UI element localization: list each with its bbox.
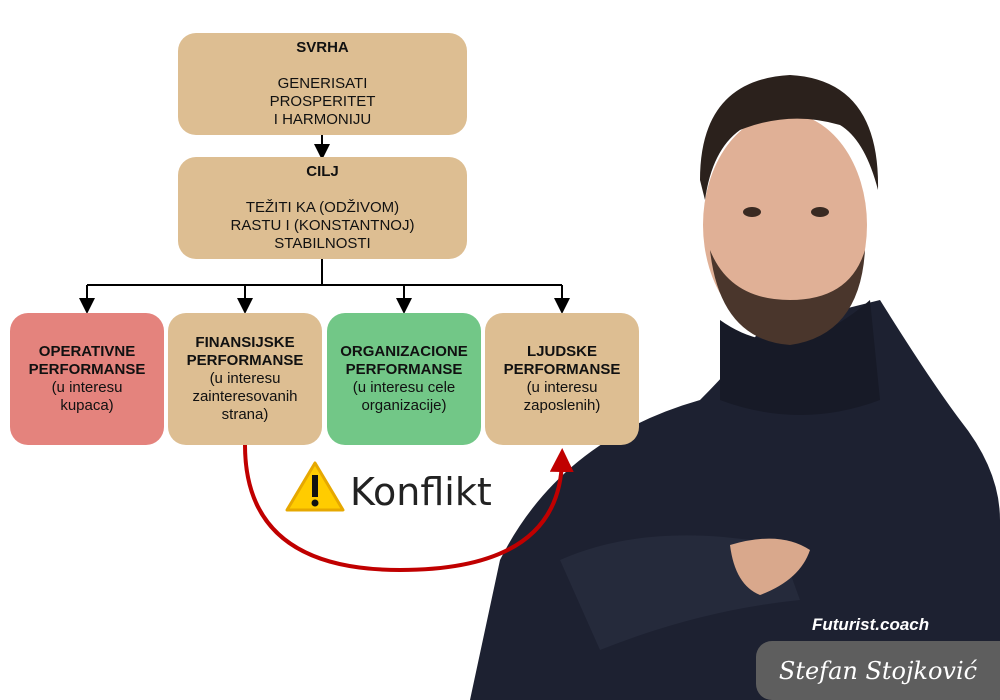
- signature-banner: Stefan Stojković: [756, 641, 1000, 700]
- purpose-line: I HARMONIJU: [273, 111, 372, 128]
- box-title: ORGANIZACIONE: [340, 343, 468, 360]
- box-title: PERFORMANSE: [503, 361, 621, 378]
- purpose-line: PROSPERITET: [269, 93, 376, 110]
- box-sub: kupaca): [60, 397, 114, 414]
- purpose-line: GENERISATI: [277, 75, 368, 92]
- organizacione-box: ORGANIZACIONE PERFORMANSE (u interesu ce…: [327, 313, 481, 445]
- goal-line: RASTU I (KONSTANTNOJ): [230, 217, 415, 234]
- ljudske-box: LJUDSKE PERFORMANSE (u interesu zaposlen…: [485, 313, 639, 445]
- box-sub: zainteresovanih: [192, 388, 298, 405]
- conflict-label: Konflikt: [350, 470, 492, 514]
- box-sub: organizacije): [361, 397, 447, 414]
- operativne-box: OPERATIVNE PERFORMANSE (u interesu kupac…: [10, 313, 164, 445]
- purpose-box: SVRHA GENERISATI PROSPERITET I HARMONIJU: [178, 33, 467, 135]
- goal-line: STABILNOSTI: [274, 235, 371, 252]
- box-sub: zaposlenih): [523, 397, 601, 414]
- goal-line: TEŽITI KA (ODŽIVOM): [245, 199, 400, 216]
- box-title: PERFORMANSE: [28, 361, 146, 378]
- goal-box: CILJ TEŽITI KA (ODŽIVOM) RASTU I (KONSTA…: [178, 157, 467, 259]
- box-sub: (u interesu: [51, 379, 123, 396]
- box-title: PERFORMANSE: [186, 352, 304, 369]
- box-title: FINANSIJSKE: [195, 334, 295, 351]
- box-title: OPERATIVNE: [38, 343, 136, 360]
- goal-title: CILJ: [306, 163, 339, 180]
- brand-site: Futurist.coach: [812, 615, 930, 634]
- conflict-arrow: [243, 444, 574, 573]
- warning-icon: [285, 461, 345, 512]
- purpose-title: SVRHA: [296, 39, 349, 56]
- box-sub: strana): [221, 406, 269, 423]
- signature: Stefan Stojković: [778, 656, 978, 685]
- box-title: PERFORMANSE: [345, 361, 463, 378]
- finansijske-box: FINANSIJSKE PERFORMANSE (u interesu zain…: [168, 313, 322, 445]
- box-sub: (u interesu: [209, 370, 281, 387]
- box-sub: (u interesu cele: [352, 379, 456, 396]
- box-title: LJUDSKE: [526, 343, 597, 360]
- box-sub: (u interesu: [526, 379, 598, 396]
